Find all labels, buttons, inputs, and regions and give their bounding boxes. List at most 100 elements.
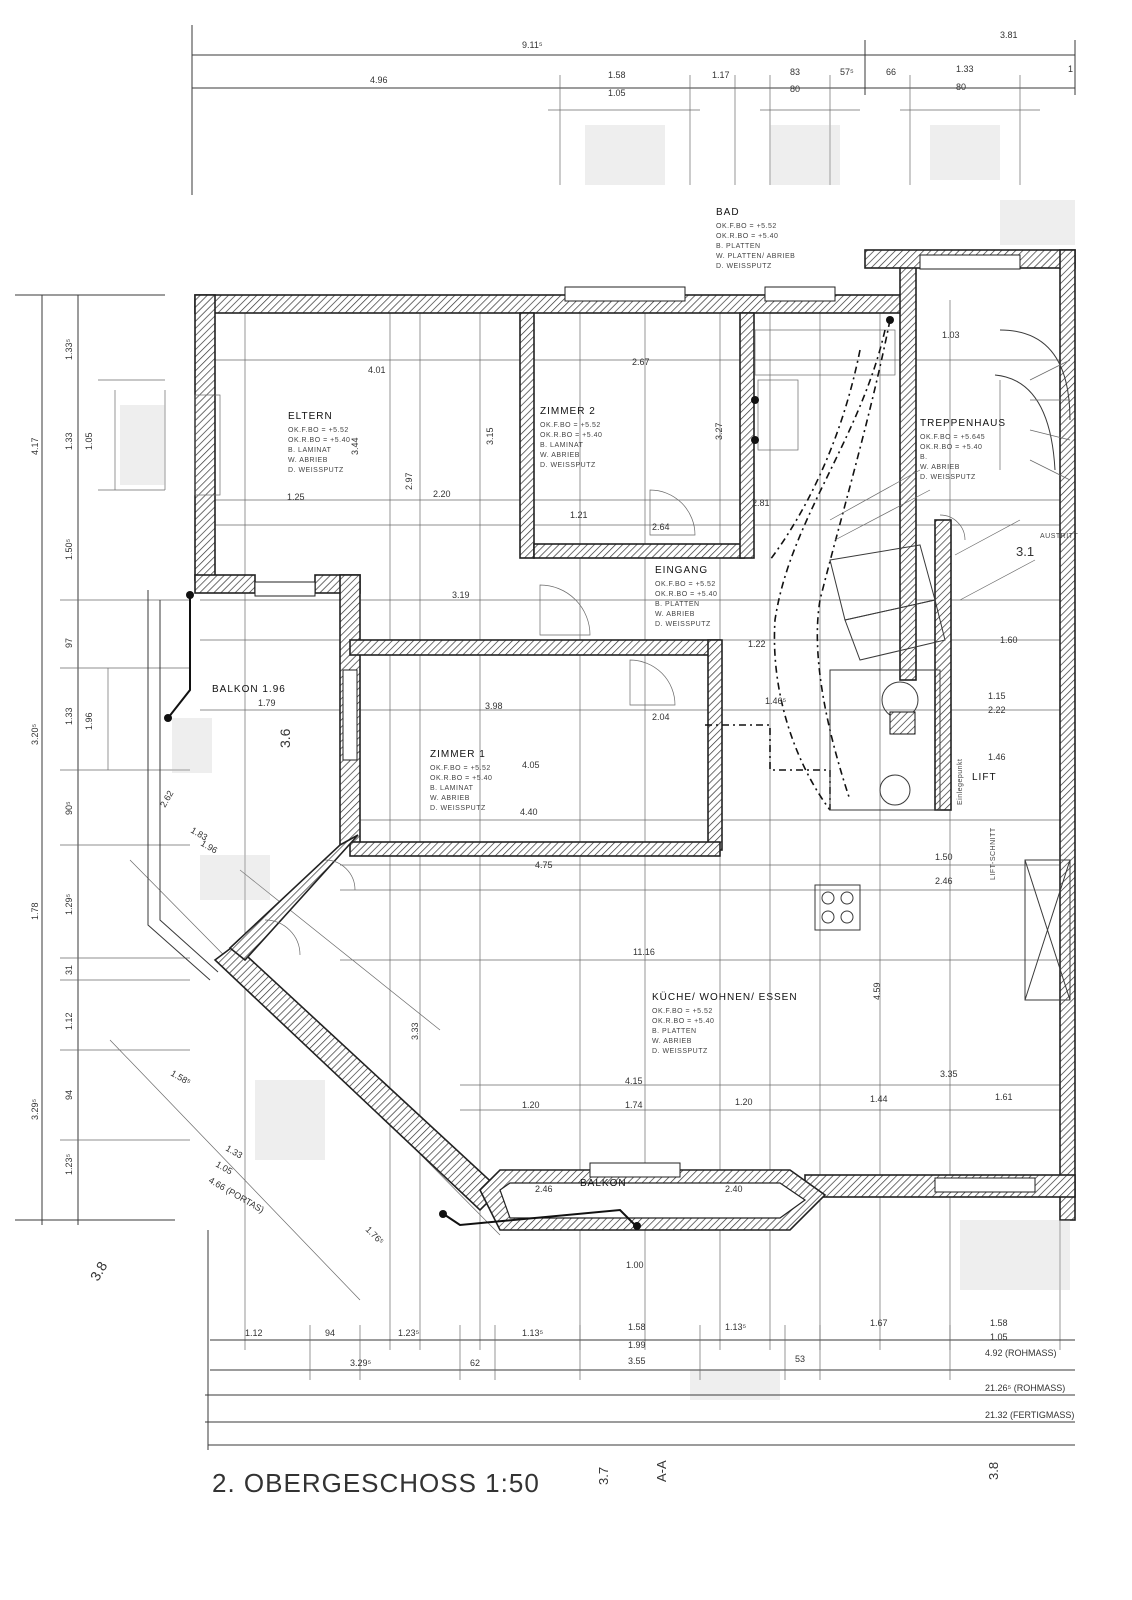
- dim-inner-22: 1.74: [625, 1100, 643, 1110]
- dim-top-row2-4: 83: [790, 67, 800, 77]
- dim-bottom-total-1: 21.26⁵ (ROHMASS): [985, 1383, 1065, 1393]
- room-treppenhaus-spec-2: OK.R.BO = +5.40: [920, 444, 982, 451]
- stairwell: [829, 329, 1071, 661]
- room-zimmer-2-spec-5: D. WEISSPUTZ: [540, 462, 596, 469]
- room-zimmer-2-spec-3: B. LAMINAT: [540, 442, 584, 449]
- dim-left-12: 1.29⁵: [64, 893, 74, 915]
- dim-left-15: 3.29⁵: [30, 1098, 40, 1120]
- dim-inner-31: 1.96: [199, 838, 219, 855]
- dim-left-labels: 4.17 1.33⁵ 1.33 1.05 1.50⁵ 97 3.20⁵ 1.33…: [30, 338, 94, 1175]
- dim-top-row2-8: 1: [1068, 64, 1073, 74]
- dim-inner-5: 3.44: [350, 437, 360, 455]
- dim-inner-23: 1.20: [735, 1097, 753, 1107]
- room-eltern-spec-3: B. LAMINAT: [288, 447, 332, 454]
- dim-bottom-3: 1.23⁵: [398, 1328, 420, 1338]
- dim-left-2: 1.33⁵: [64, 338, 74, 360]
- dim-bottom-6: 1.13⁵: [725, 1322, 747, 1332]
- dim-left-6: 97: [64, 638, 74, 648]
- windows: [254, 254, 1036, 1193]
- dim-bottom-labels: 1.12 94 1.23⁵ 1.13⁵ 1.58 1.13⁵ 1.67 1.58…: [245, 1318, 1074, 1420]
- section-mark-3-1: 3.1: [1016, 544, 1034, 559]
- dim-inner-20: 4.15: [625, 1076, 643, 1086]
- dim-inner-16: 2.64: [652, 522, 670, 532]
- label-balkon-west-dim: 1.79: [258, 698, 276, 708]
- dim-left-7: 3.20⁵: [30, 723, 40, 745]
- room-zimmer-1-spec-2: OK.R.BO = +5.40: [430, 775, 492, 782]
- room-bad-spec-4: W. PLATTEN/ ABRIEB: [716, 253, 795, 260]
- dim-left-5: 1.50⁵: [64, 538, 74, 560]
- room-zimmer-1-spec-4: W. ABRIEB: [430, 795, 470, 802]
- dim-left-8: 1.33: [64, 707, 74, 725]
- section-mark-3-6: 3.6: [277, 728, 293, 748]
- room-bad: BAD OK.F.BO = +5.52 OK.R.BO = +5.40 B. P…: [716, 207, 795, 270]
- dim-bottom-7: 1.67: [870, 1318, 888, 1328]
- dim-inner-28: 3.33: [410, 1022, 420, 1040]
- dim-inner-33: 1.33: [224, 1143, 244, 1160]
- room-kueche-spec-1: OK.F.BO = +5.52: [652, 1008, 713, 1015]
- dim-left-14: 1.12: [64, 1012, 74, 1030]
- room-kueche-wohnen-essen: KÜCHE/ WOHNEN/ ESSEN OK.F.BO = +5.52 OK.…: [652, 991, 797, 1055]
- dim-top-row3-2: 80: [790, 84, 800, 94]
- room-eingang-spec-5: D. WEISSPUTZ: [655, 621, 711, 628]
- dim-inner-4: 3.27: [714, 422, 724, 440]
- dim-inner-39: 2.40: [725, 1184, 743, 1194]
- room-bad-spec-1: OK.F.BO = +5.52: [716, 223, 777, 230]
- dim-inner-35: 4.66 (PORTAS): [207, 1175, 266, 1215]
- room-bad-spec-2: OK.R.BO = +5.40: [716, 233, 778, 240]
- dim-bottom-total-2: 21.32 (FERTIGMASS): [985, 1410, 1074, 1420]
- dim-inner-29: 2.62: [158, 789, 175, 809]
- dim-bottom-15: 4.92 (ROHMASS): [985, 1348, 1057, 1358]
- dim-bottom-13: 3.55: [628, 1356, 646, 1366]
- dim-inner-43: 2.22: [988, 705, 1006, 715]
- label-einlegepunkt: Einlegepunkt: [957, 759, 964, 805]
- dim-bottom-10: 1.05: [990, 1332, 1008, 1342]
- dim-inner-17: 1.21: [570, 510, 588, 520]
- label-balkon-west: BALKON 1.96: [212, 684, 286, 695]
- kitchen-block: [814, 859, 1071, 1001]
- dim-top-row2-5: 57⁵: [840, 67, 854, 77]
- dim-top-row3-3: 80: [956, 82, 966, 92]
- dim-bottom-14: 53: [795, 1354, 805, 1364]
- dim-inner-19: 2.81: [752, 498, 770, 508]
- door-swings: [264, 489, 966, 956]
- dim-left-4: 1.05: [84, 432, 94, 450]
- dim-inner-1: 4.01: [368, 365, 386, 375]
- top-dimension-chains: [191, 25, 1076, 195]
- dim-top-row2-7: 1.33: [956, 64, 974, 74]
- room-zimmer-2-name: ZIMMER 2: [540, 406, 596, 417]
- dim-top-row3-1: 1.05: [608, 88, 626, 98]
- dim-left-17: 1.23⁵: [64, 1153, 74, 1175]
- room-zimmer-2-spec-1: OK.F.BO = +5.52: [540, 422, 601, 429]
- dim-left-1: 4.17: [30, 437, 40, 455]
- dim-inner-8: 1.25: [287, 492, 305, 502]
- section-mark-3-8-right: 3.8: [986, 1462, 1001, 1480]
- room-kueche-spec-3: B. PLATTEN: [652, 1028, 697, 1035]
- room-treppenhaus: TREPPENHAUS OK.F.BO = +5.645 OK.R.BO = +…: [920, 418, 1006, 481]
- dim-inner-38: 1.00: [626, 1260, 644, 1270]
- section-mark-3-8-left: 3.8: [87, 1258, 111, 1283]
- room-eltern: ELTERN OK.F.BO = +5.52 OK.R.BO = +5.40 B…: [288, 411, 350, 474]
- room-eltern-spec-5: D. WEISSPUTZ: [288, 467, 344, 474]
- dim-inner-46: 2.46: [935, 876, 953, 886]
- room-treppenhaus-name: TREPPENHAUS: [920, 418, 1006, 429]
- left-dimension-chains: [15, 294, 190, 1225]
- dim-top-total-left: 9.11⁵: [522, 40, 543, 50]
- label-austritt: AUSTRITT: [1040, 533, 1078, 540]
- dim-left-13: 31: [64, 965, 74, 975]
- label-liftschnitt: LIFT-SCHNITT: [990, 827, 997, 880]
- room-kueche-spec-5: D. WEISSPUTZ: [652, 1048, 708, 1055]
- dim-inner-14: 2.04: [652, 712, 670, 722]
- dim-top-row2-6: 66: [886, 67, 896, 77]
- room-eingang-spec-2: OK.R.BO = +5.40: [655, 591, 717, 598]
- dim-left-11: 1.78: [30, 902, 40, 920]
- label-lift: LIFT: [972, 772, 997, 783]
- dim-inner-11: 4.05: [522, 760, 540, 770]
- dim-inner-47: 11.16: [633, 947, 655, 957]
- dim-inner-37: 2.46: [535, 1184, 553, 1194]
- dim-top-total-right: 3.81: [1000, 30, 1018, 40]
- dim-inner-27: 4.59: [872, 982, 882, 1000]
- dim-inner-15: 1.46⁵: [765, 696, 787, 706]
- section-mark-a-a: A-A: [654, 1460, 669, 1482]
- room-treppenhaus-spec-5: D. WEISSPUTZ: [920, 474, 976, 481]
